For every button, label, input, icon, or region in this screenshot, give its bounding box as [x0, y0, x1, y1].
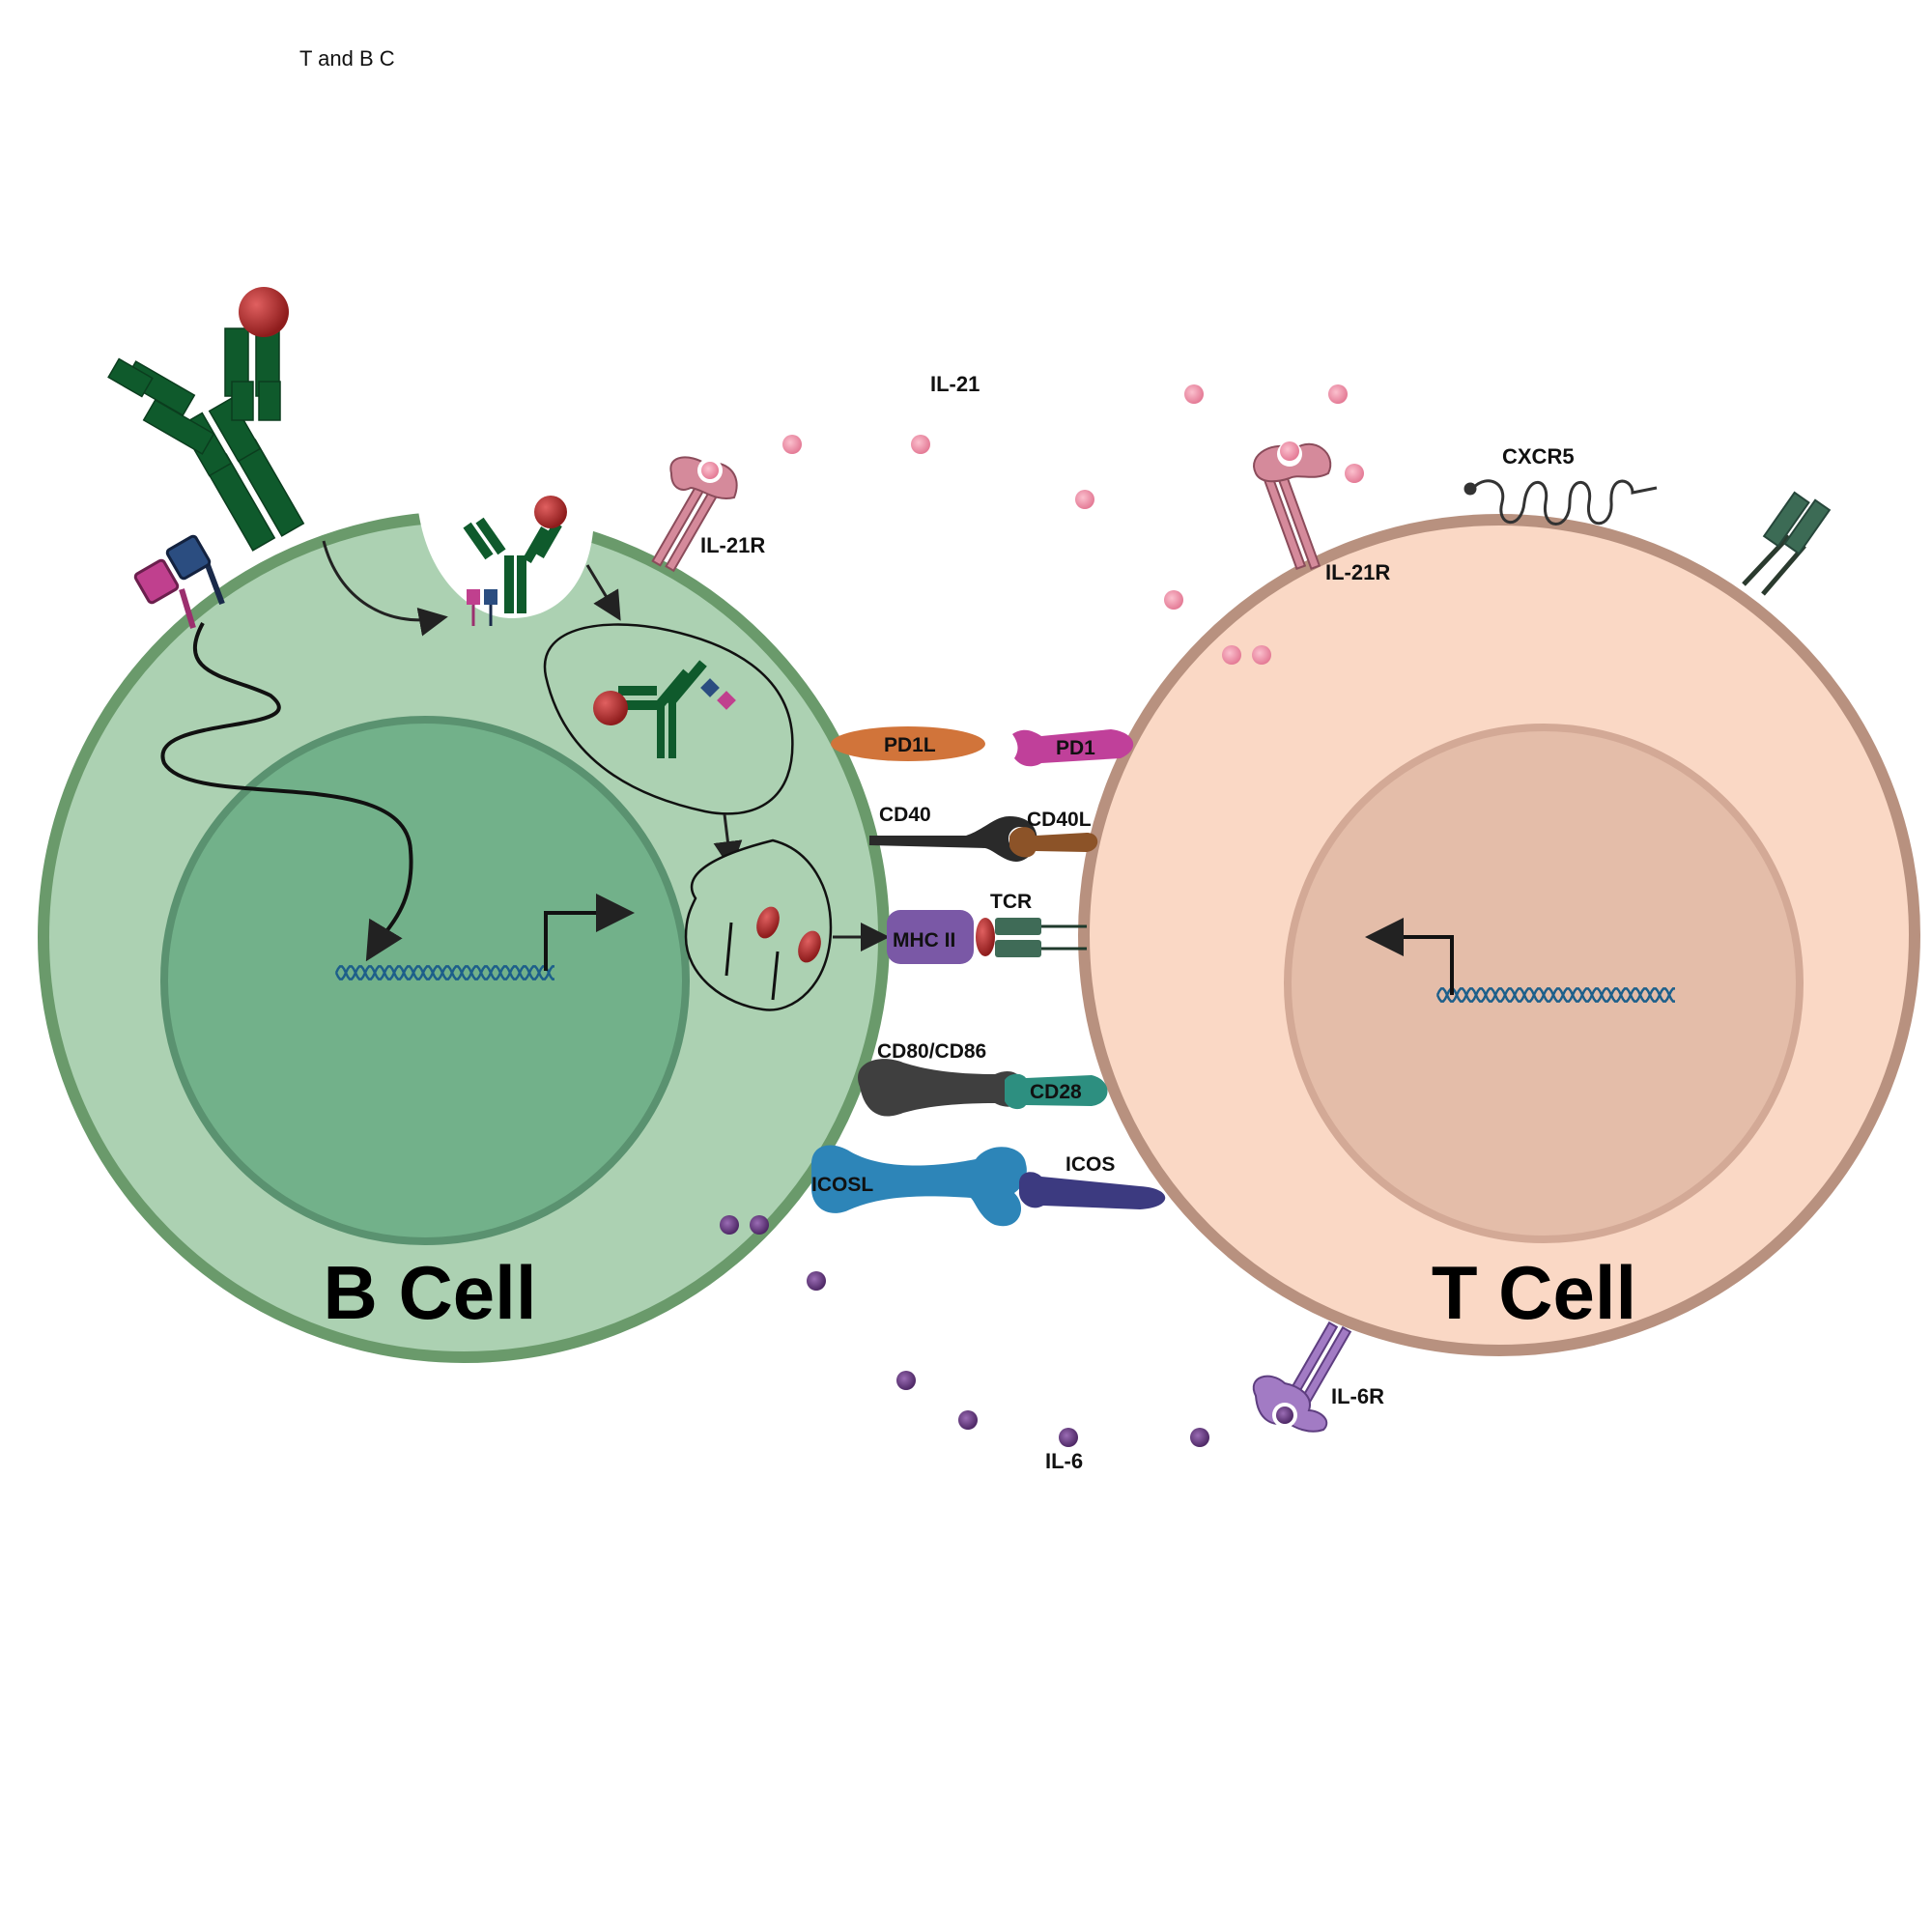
cd40l-label: CD40L [1027, 809, 1092, 831]
t-cell-surface-receptor [1742, 491, 1832, 596]
presented-peptide [976, 918, 995, 956]
b-cell-label: B Cell [323, 1250, 536, 1335]
signal-path-arrow [160, 622, 413, 962]
tcr-molecule [995, 918, 1087, 957]
cd80-cd86-label: CD80/CD86 [877, 1040, 986, 1063]
b-cell-receptor-antibody [107, 327, 305, 552]
il21-cytokines [782, 384, 1364, 665]
b-cell-dna [334, 965, 554, 980]
cd28-molecule [1005, 1073, 1108, 1110]
il6-cytokine [807, 1271, 826, 1291]
il6-cytokine [958, 1410, 978, 1430]
t-cell-dna [1435, 987, 1675, 1003]
ig-alpha-beta [133, 534, 225, 629]
il6-cytokines [720, 1215, 1209, 1447]
il21r-t-label: IL-21R [1325, 560, 1390, 584]
il21r-b-label: IL-21R [700, 533, 765, 557]
t-cell-nucleus [1284, 724, 1804, 1243]
il21r-t-cell [1253, 441, 1332, 570]
il21-cytokine [1164, 590, 1183, 610]
peptide-2 [798, 930, 821, 963]
icosl-molecule [811, 1145, 1027, 1227]
il6r-receptor [1252, 1321, 1352, 1433]
endosome-arrow [585, 564, 621, 621]
il6-cytokine [1190, 1428, 1209, 1447]
pd1-label: PD1 [1056, 737, 1095, 759]
pd1-molecule [1012, 729, 1134, 767]
cxcr5-receptor [1463, 479, 1658, 526]
mhc2-molecule [887, 910, 974, 964]
il6-cytokine [1059, 1428, 1078, 1447]
antigen-large [239, 287, 289, 337]
il6-cytokine [896, 1371, 916, 1390]
cd80-cd86-molecule [858, 1059, 1024, 1117]
il21-cytokine [1184, 384, 1204, 404]
icos-label: ICOS [1065, 1153, 1115, 1176]
endosome-antigen [593, 691, 628, 725]
cd40-label: CD40 [879, 804, 931, 826]
cd28-label: CD28 [1030, 1081, 1082, 1103]
il6-cytokine [750, 1215, 769, 1235]
cd40-molecule [869, 816, 1037, 863]
t-cell: T Cell [1078, 514, 1920, 1356]
b-cell-nucleus [160, 716, 690, 1245]
endosome-antibody [618, 660, 707, 758]
pocket-antigen [534, 496, 567, 528]
endosome-receptor-blue [700, 678, 720, 697]
page-title: T and B C [299, 46, 395, 71]
b-promoter-arrow [544, 894, 635, 971]
cd40l-molecule [1009, 827, 1098, 858]
il21-cytokine [1328, 384, 1348, 404]
pocket-ig-receptors [467, 589, 497, 626]
il21-label: IL-21 [930, 372, 980, 396]
tcr-label: TCR [990, 891, 1032, 913]
pocket-antibody [463, 517, 562, 613]
il21-cytokine [1345, 464, 1364, 483]
icosl-label: ICOSL [811, 1174, 873, 1196]
il21-cytokine [911, 435, 930, 454]
pd1l-molecule [831, 726, 985, 761]
il6-label: IL-6 [1045, 1449, 1083, 1473]
cxcr5-label: CXCR5 [1502, 444, 1575, 469]
il21r-b-cell [651, 456, 738, 573]
il21-cytokine [782, 435, 802, 454]
internalization-arrow [322, 540, 448, 637]
icos-molecule [1019, 1172, 1166, 1209]
t-cell-label: T Cell [1432, 1250, 1636, 1335]
il6-cytokine [720, 1215, 739, 1235]
il21-cytokine [1075, 490, 1094, 509]
mhc2-label: MHC II [893, 929, 955, 952]
t-promoter-arrow [1365, 918, 1454, 995]
il6r-label: IL-6R [1331, 1384, 1384, 1408]
peptide-1 [756, 906, 780, 939]
pd1l-label: PD1L [884, 734, 936, 756]
il21-cytokine [1222, 645, 1241, 665]
il21-cytokine [1252, 645, 1271, 665]
endosome-receptor-pink [717, 691, 736, 710]
